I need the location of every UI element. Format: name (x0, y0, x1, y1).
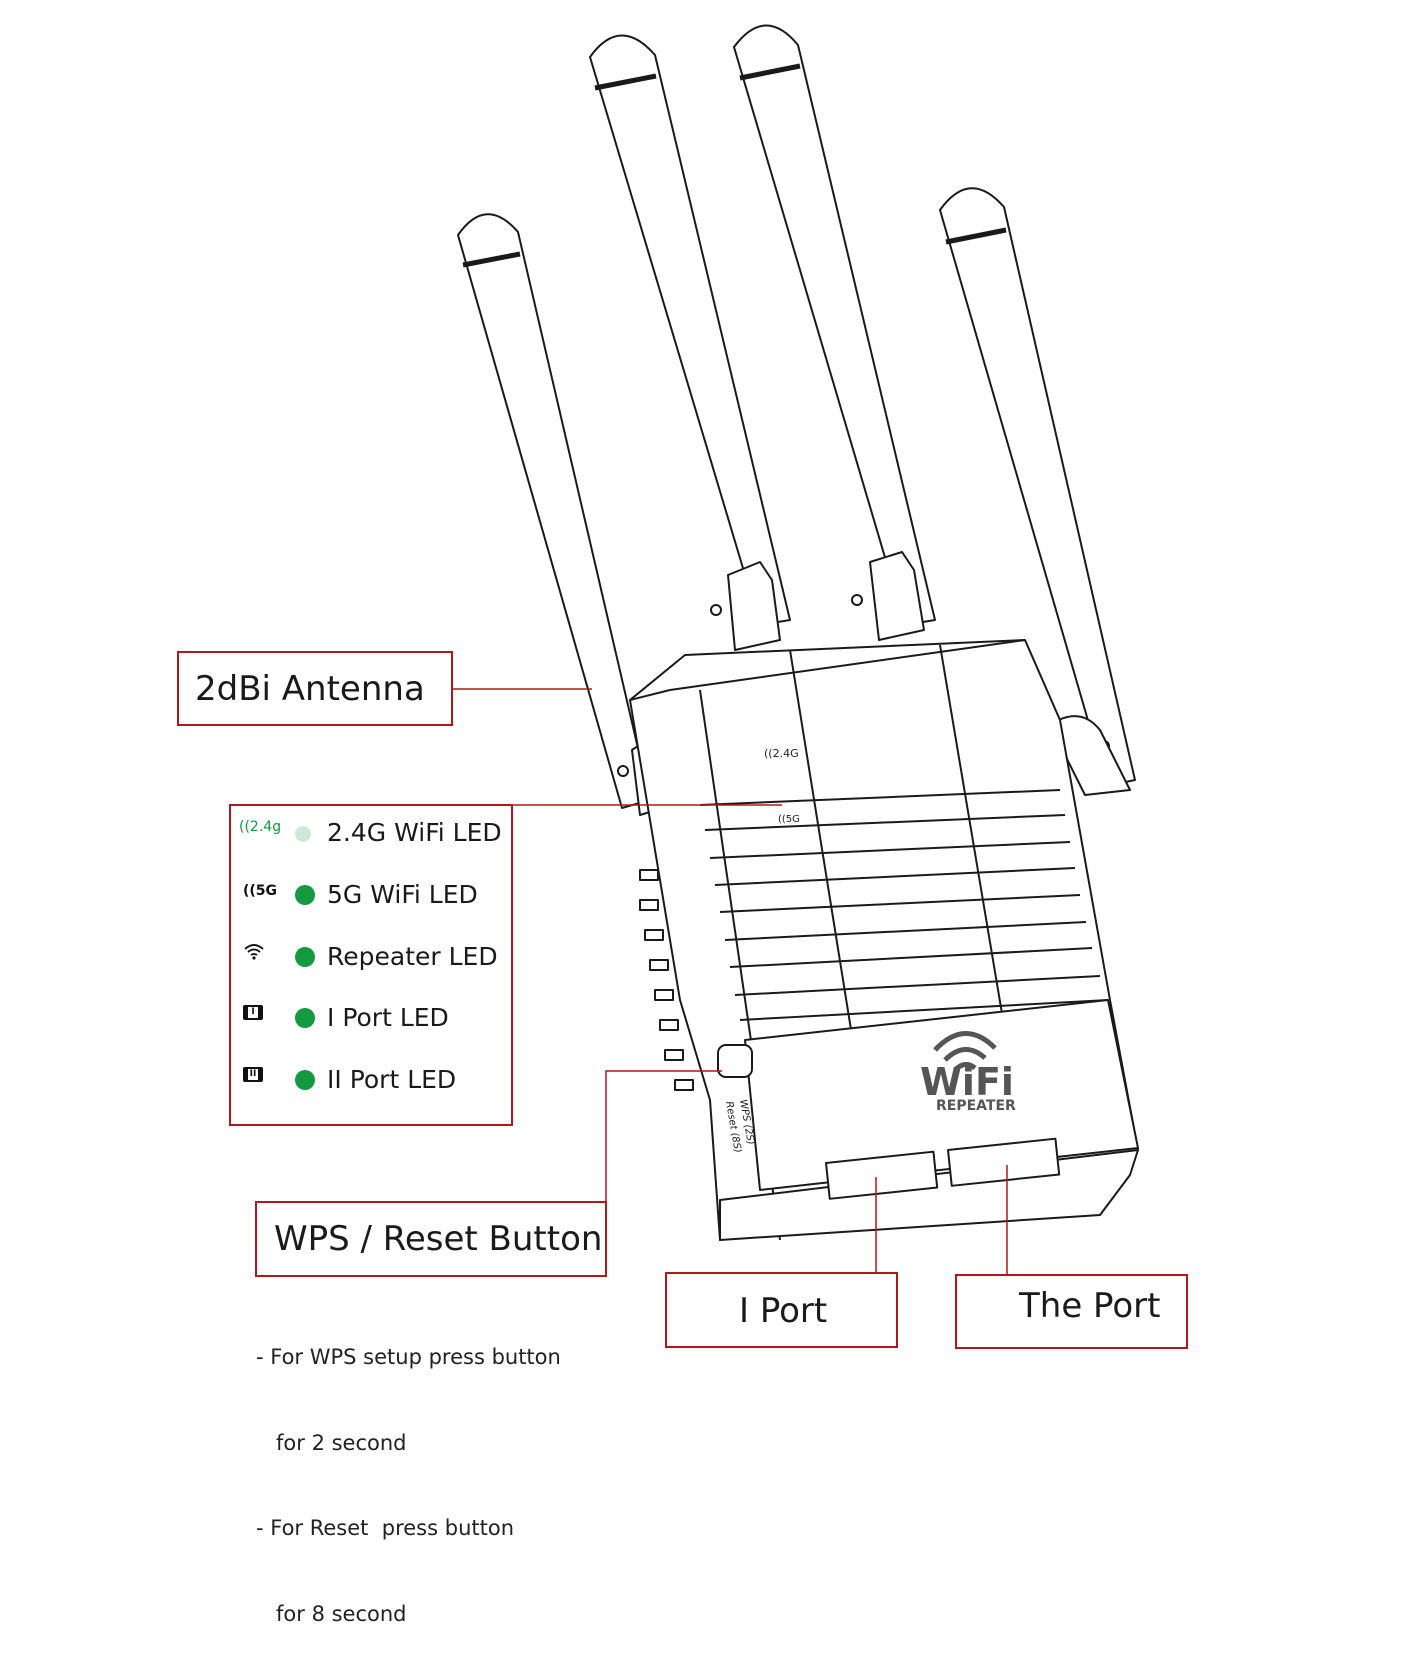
led-dot-24g (295, 826, 311, 842)
led-legend-callout: ((2.4g 2.4G WiFi LED ((5G 5G WiFi LED Re… (229, 804, 513, 1126)
led-row-port1: I I Port LED (243, 1003, 513, 1033)
led-label-24g: 2.4G WiFi LED (327, 818, 502, 847)
antenna-left (457, 213, 651, 809)
led-dot-port1 (295, 1008, 315, 1028)
wps-reset-callout: WPS / Reset Button (255, 1201, 607, 1277)
led-row-repeater: Repeater LED (243, 942, 513, 972)
note-line-1: - For WPS setup press button (256, 1345, 561, 1369)
wps-reset-callout-label: WPS / Reset Button (274, 1219, 603, 1259)
leader-wps (605, 1070, 722, 1201)
device-label-5g: ((5G (778, 814, 800, 825)
repeater-body (629, 639, 1139, 1241)
led-label-5g: 5G WiFi LED (327, 880, 478, 909)
led-dot-port2 (295, 1070, 315, 1090)
antenna-callout-label: 2dBi Antenna (195, 669, 425, 709)
led-label-repeater: Repeater LED (327, 942, 498, 971)
port1-callout: I Port (665, 1272, 898, 1348)
led-dot-repeater (295, 947, 315, 967)
repeater-line-drawing: ((2.4G ((5G Reset (8S) WPS (2S) WiFi REP… (452, 24, 1139, 1275)
antenna-center-right (733, 24, 936, 626)
repeater-wifi-icon (243, 942, 265, 964)
port-2-icon: II (243, 1067, 263, 1082)
led-row-24g: ((2.4g 2.4G WiFi LED (239, 818, 513, 848)
port1-callout-label: I Port (739, 1291, 828, 1331)
device-label-24g: ((2.4G (764, 747, 799, 760)
note-line-3: - For Reset press button (256, 1516, 514, 1540)
wifi-5g-icon: ((5G (243, 883, 278, 899)
led-dot-5g (295, 885, 315, 905)
antenna-center-left (589, 34, 791, 626)
note-line-2: for 2 second (256, 1430, 407, 1455)
port2-callout-label: The Port (1019, 1286, 1161, 1326)
led-label-port2: II Port LED (327, 1065, 457, 1094)
port-1-icon: I (243, 1005, 263, 1020)
antenna-callout: 2dBi Antenna (177, 651, 453, 726)
device-logo-text: WiFi (920, 1060, 1014, 1104)
led-row-port2: II II Port LED (243, 1065, 513, 1095)
note-line-4: for 8 second (256, 1601, 407, 1626)
led-row-5g: ((5G 5G WiFi LED (243, 880, 513, 910)
wps-reset-instructions: - For WPS setup press button for 2 secon… (256, 1286, 561, 1657)
port2-callout: The Port (955, 1274, 1188, 1349)
wifi-24g-icon: ((2.4g (239, 819, 282, 835)
wifi-logo-icon (933, 1031, 997, 1072)
led-label-port1: I Port LED (327, 1003, 449, 1032)
device-logo-subtext: REPEATER (936, 1098, 1016, 1114)
